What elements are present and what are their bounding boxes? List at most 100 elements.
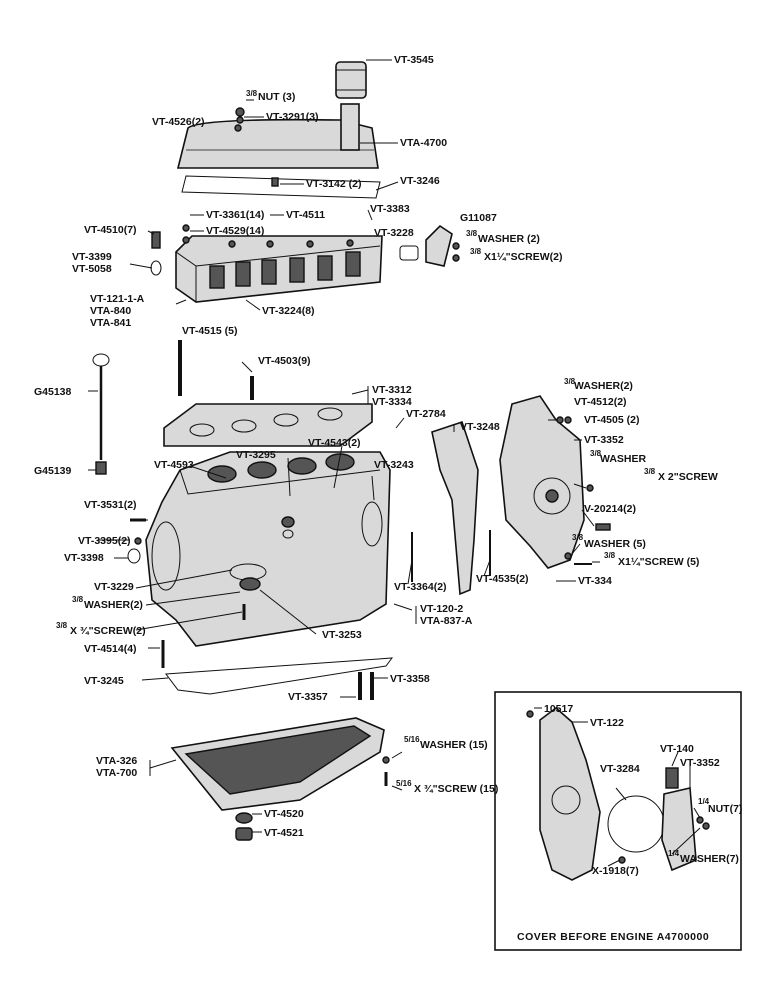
inset-cover [539, 706, 601, 881]
label-vt3364: VT-3364(2) [394, 581, 447, 593]
fraction-washer15: 5/16 [404, 735, 420, 744]
label-vta326: VTA-326 [96, 755, 137, 767]
label-screw5: X1¼"SCREW (5) [618, 556, 699, 568]
cylinder-head [175, 235, 383, 303]
label-vt4521: VT-4521 [264, 827, 304, 839]
washer [556, 416, 564, 424]
core-plug [127, 548, 141, 564]
oil-pan [170, 717, 385, 811]
inset-plate [661, 787, 697, 872]
label-screw2c: X ¾"SCREW(2) [70, 625, 146, 637]
pan-gasket [165, 657, 394, 695]
inset-label-10517: 10517 [544, 703, 573, 715]
label-vt4520: VT-4520 [264, 808, 304, 820]
label-vt4543: VT-4543(2) [308, 437, 361, 449]
label-vt4511: VT-4511 [286, 209, 325, 221]
label-vt3229: VT-3229 [94, 581, 134, 593]
label-vt3312: VT-3312 [372, 384, 412, 396]
label-vt4510: VT-4510(7) [84, 224, 137, 236]
drain-washer [235, 812, 253, 824]
fraction-washer-2a: 3/8 [466, 229, 478, 238]
label-vt4529: VT-4529(14) [206, 225, 264, 237]
bolt [595, 523, 611, 531]
grommet [271, 177, 279, 187]
label-vt4526: VT-4526(2) [152, 116, 205, 128]
fraction-washer-2b: 3/8 [564, 377, 576, 386]
label-vt5058: VT-5058 [72, 263, 112, 275]
label-vt4512: VT-4512(2) [574, 396, 627, 408]
inset-fraction-nut: 1/4 [698, 797, 710, 806]
water-outlet-elbow [399, 224, 460, 267]
fraction-washer5: 3/8 [572, 533, 584, 542]
fraction-screw15: 5/16 [396, 779, 412, 788]
label-vt3334: VT-3334 [372, 396, 412, 408]
label-vt4593: VT-4593 [154, 459, 194, 471]
label-vt3248: VT-3248 [460, 421, 500, 433]
label-vt3352: VT-3352 [584, 434, 624, 446]
inset-label-vt3284: VT-3284 [600, 763, 640, 775]
label-vt3361: VT-3361(14) [206, 209, 264, 221]
valve-cover [176, 103, 379, 169]
inset-fraction-washer: 1/4 [668, 849, 680, 858]
leader-lines [88, 59, 600, 833]
label-vt3253: VT-3253 [322, 629, 362, 641]
fraction-screw5: 3/8 [604, 551, 616, 560]
label-vt3224: VT-3224(8) [262, 305, 315, 317]
label-washer5: WASHER (5) [584, 538, 646, 550]
engine-block [145, 451, 391, 647]
washer-small [564, 552, 572, 560]
nut [564, 416, 572, 424]
front-plate [411, 420, 491, 596]
dipstick [92, 353, 110, 475]
label-vt4503: VT-4503(9) [258, 355, 311, 367]
drain-plug [235, 827, 253, 841]
inset-label-washer7: WASHER(7) [680, 853, 739, 865]
inset-caption: COVER BEFORE ENGINE A4700000 [517, 931, 709, 943]
head-gasket [163, 403, 373, 447]
label-vt334: VT-334 [578, 575, 612, 587]
label-screw15: X ¾"SCREW (15) [414, 783, 498, 795]
inset-label-vt140: VT-140 [660, 743, 694, 755]
label-vt2784: VT-2784 [406, 408, 446, 420]
label-vt3531: VT-3531(2) [84, 499, 137, 511]
fraction-washer-single: 3/8 [590, 449, 602, 458]
label-vta841: VTA-841 [90, 317, 131, 329]
label-vt3545: VT-3545 [394, 54, 434, 66]
cover-nuts [234, 107, 245, 132]
plug-small [134, 537, 142, 545]
label-vt3357: VT-3357 [288, 691, 328, 703]
label-vt121: VT-121-1-A [90, 293, 145, 305]
fraction-screw-2in: 3/8 [644, 467, 656, 476]
rocker-washer [182, 236, 190, 244]
label-vt3245: VT-3245 [84, 675, 124, 687]
label-v20214: V-20214(2) [584, 503, 636, 515]
label-vt3358: VT-3358 [390, 673, 430, 685]
label-washer15: WASHER (15) [420, 739, 488, 751]
screw-head [586, 484, 594, 492]
plug [150, 260, 162, 276]
label-vt3398: VT-3398 [64, 552, 104, 564]
timing-cover [499, 395, 585, 569]
label-vt3395: VT-3395(2) [78, 535, 131, 547]
label-washer2b: WASHER(2) [574, 380, 633, 392]
cover-gasket [181, 175, 381, 199]
label-nut3: NUT (3) [258, 91, 295, 103]
pan-washer [382, 756, 390, 764]
label-vta840: VTA-840 [90, 305, 131, 317]
inset-label-x1918: X-1918(7) [592, 865, 639, 877]
stud [151, 231, 161, 249]
label-g45138: G45138 [34, 386, 72, 398]
label-vt4515: VT-4515 (5) [182, 325, 237, 337]
inset-gasket [607, 795, 665, 853]
label-vt4514: VT-4514(4) [84, 643, 137, 655]
label-vt3399: VT-3399 [72, 251, 112, 263]
label-vt1202: VT-120-2 [420, 603, 463, 615]
label-g11087: G11087 [460, 212, 497, 224]
fraction-washer-2c: 3/8 [72, 595, 84, 604]
inset-label-vt3352: VT-3352 [680, 757, 720, 769]
part-labels: VT-3545 3/8 NUT (3) VT-4526(2) VT-3291(3… [34, 54, 718, 839]
fraction-nut: 3/8 [246, 89, 258, 98]
label-washer2c: WASHER(2) [84, 599, 143, 611]
